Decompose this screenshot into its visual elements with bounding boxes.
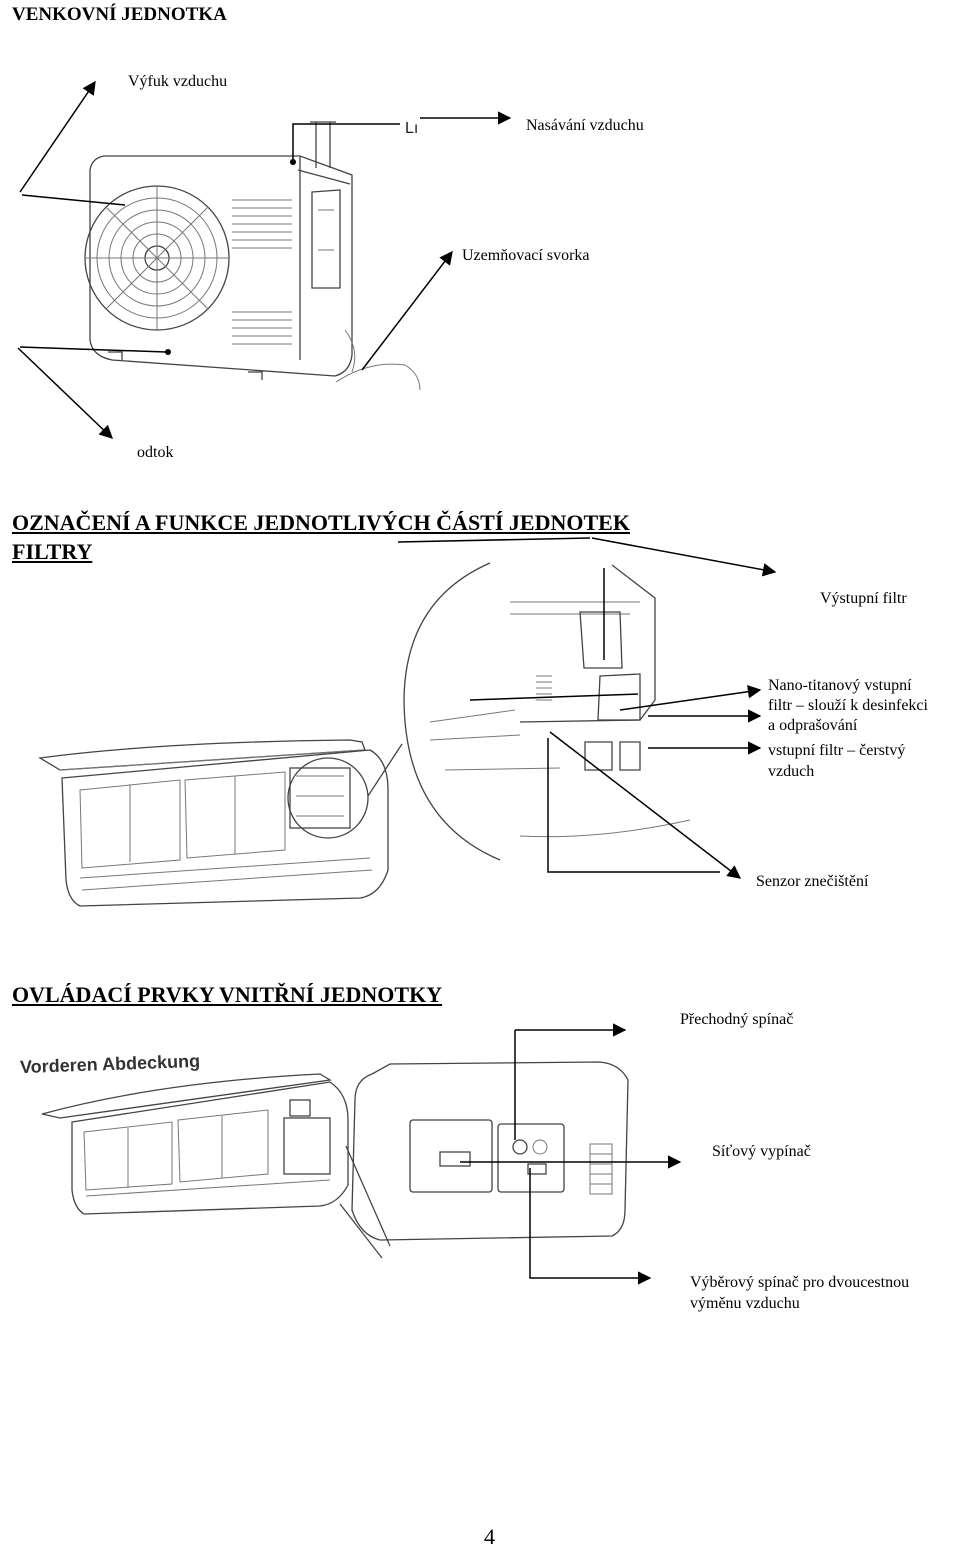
page-number: 4	[484, 1524, 495, 1549]
label-nano-filter-2: filtr – slouží k desinfekci	[768, 697, 928, 714]
filter-callouts	[397, 537, 777, 879]
outdoor-heading: VENKOVNÍ JEDNOTKA	[12, 4, 227, 25]
label-mains-switch: Síťový vypínač	[712, 1143, 811, 1160]
label-transition-switch: Přechodný spínač	[680, 1011, 794, 1028]
label-selector-switch-2: výměnu vzduchu	[690, 1295, 800, 1312]
label-nano-filter-1: Nano-titanový vstupní	[768, 677, 912, 694]
filters-subheading: FILTRY	[12, 539, 93, 564]
label-drain: odtok	[137, 444, 174, 461]
label-outlet-filter: Výstupní filtr	[820, 590, 907, 607]
indoor-unit-open-drawing	[38, 739, 389, 907]
label-fresh-air-2: vzduch	[768, 763, 815, 780]
filters-heading: OZNAČENÍ A FUNKCE JEDNOTLIVÝCH ČÁSTÍ JED…	[12, 510, 630, 535]
controls-callouts	[460, 1023, 682, 1285]
label-nano-filter-3: a odprašování	[768, 717, 858, 734]
outdoor-callouts	[17, 80, 512, 439]
filter-zoom-drawing	[367, 562, 691, 861]
label-ground-terminal: Uzemňovací svorka	[462, 247, 590, 264]
indoor-unit-controls-drawing	[41, 1073, 391, 1259]
side-grille	[232, 199, 292, 345]
label-fresh-air-1: vstupní filtr – čerstvý	[768, 742, 906, 759]
outdoor-unit-drawing	[84, 121, 421, 391]
label-air-exhaust: Výfuk vzduchu	[128, 73, 228, 90]
label-pollution-sensor: Senzor znečištění	[756, 873, 869, 890]
controls-heading: OVLÁDACÍ PRVKY VNITŘNÍ JEDNOTKY	[12, 982, 443, 1007]
label-selector-switch-1: Výběrový spínač pro dvoucestnou	[690, 1274, 910, 1291]
controls-zoom-drawing	[351, 1061, 629, 1241]
unit-mark: Lı	[405, 120, 418, 137]
label-air-intake: Nasávání vzduchu	[526, 117, 644, 134]
